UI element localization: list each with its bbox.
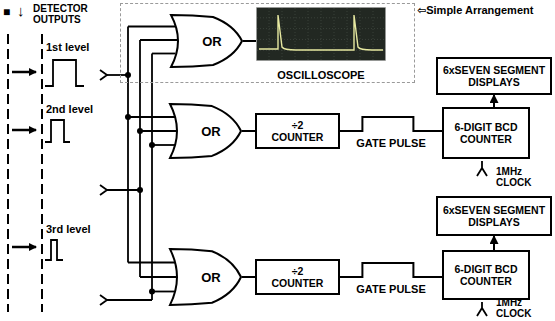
or-input-wires (107, 27, 177, 301)
screen-grid (347, 8, 348, 60)
input-chevrons (100, 70, 107, 305)
group-heading: ⇦Simple Arrangement (417, 4, 533, 17)
screen-grid (321, 8, 322, 60)
level-label: 2nd level (46, 103, 93, 115)
detector-heading: DETECTOR OUTPUTS (33, 3, 99, 25)
counter-box: ÷2 COUNTER (255, 259, 340, 295)
screen-grid (257, 28, 385, 29)
box-label: OSCILLOSCOPE (277, 69, 364, 81)
signal-wire (242, 276, 255, 278)
oscilloscope-screen (256, 7, 386, 61)
screen-grid (282, 8, 283, 60)
or-gate-path (170, 104, 241, 158)
screen-grid (373, 8, 374, 60)
box-label: 6xSEVEN SEGMENT DISPLAYS (442, 204, 546, 228)
signal-wire (493, 236, 495, 250)
wire-label: GATE PULSE (354, 137, 427, 149)
screen-grid (308, 8, 309, 60)
bcd-counter-box: 6-DIGIT BCD COUNTER (442, 107, 530, 159)
screen-grid (257, 17, 385, 18)
gate-label: OR (202, 34, 222, 49)
wire-label: GATE PULSE (354, 283, 427, 295)
screen-grid (360, 8, 361, 60)
or-gate-path (170, 249, 241, 305)
box-label: ÷2 COUNTER (267, 265, 329, 289)
level-label: 3rd level (46, 223, 91, 235)
signal-wire (493, 95, 495, 107)
level-arrows (12, 72, 36, 247)
box-label: 6-DIGIT BCD COUNTER (448, 263, 524, 287)
display-box: 6xSEVEN SEGMENT DISPLAYS (436, 196, 552, 236)
screen-grid (295, 8, 296, 60)
dashed-group: ⇦Simple ArrangementOROSCILLOSCOPE (120, 3, 415, 83)
or-gate: OR (171, 14, 243, 68)
screen-grid (269, 8, 270, 60)
box-label: ÷2 COUNTER (267, 119, 329, 143)
counter-box: ÷2 COUNTER (255, 113, 340, 149)
box-label: 6-DIGIT BCD COUNTER (448, 121, 524, 145)
junction-dots (125, 72, 155, 295)
gate-label: OR (201, 270, 221, 285)
signal-wire (242, 130, 255, 132)
level-label: 1st level (46, 41, 89, 53)
screen-grid (257, 39, 385, 40)
clock-label: 1MHz CLOCK (496, 297, 536, 319)
down-arrow-symbol: ↓ (17, 2, 25, 19)
box-label: 6xSEVEN SEGMENT DISPLAYS (442, 64, 546, 88)
display-box: 6xSEVEN SEGMENT DISPLAYS (436, 57, 552, 95)
screen-grid (334, 8, 335, 60)
oscilloscope: OSCILLOSCOPE (256, 7, 386, 81)
clock-label: 1MHz CLOCK (496, 166, 536, 188)
screen-trace (259, 15, 383, 50)
signal-wire (243, 40, 256, 42)
or-gate: OR (170, 248, 242, 306)
or-gate-path (171, 15, 242, 67)
bcd-counter-box: 6-DIGIT BCD COUNTER (442, 250, 530, 300)
or-gate: OR (170, 103, 242, 159)
screen-ground (256, 7, 386, 61)
detector-lines (8, 34, 42, 312)
square-symbol: ■ (3, 5, 10, 19)
signal-wire (340, 263, 442, 277)
signal-wire (340, 117, 442, 131)
gate-label: OR (201, 124, 221, 139)
